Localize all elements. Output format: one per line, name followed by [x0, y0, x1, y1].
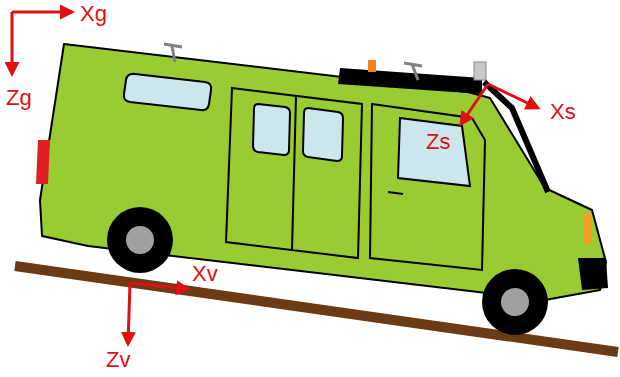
door-window: [303, 108, 343, 161]
axis-arrow: [11, 12, 14, 74]
antenna: [164, 44, 182, 62]
axis-label: Xv: [190, 262, 220, 286]
ground-slope: [15, 266, 618, 352]
roof-light: [368, 60, 376, 72]
axis-arrow: [130, 283, 188, 289]
door-handle: [388, 192, 403, 194]
axis-arrow: [461, 84, 488, 124]
windshield-strut: [484, 82, 548, 192]
bumper: [578, 258, 608, 290]
axis-arrow: [128, 283, 130, 344]
rear-wheel: [107, 207, 173, 273]
axis-arrow: [488, 84, 538, 108]
van-body: [40, 44, 606, 300]
axis-label: Zg: [4, 86, 34, 110]
front-door: [370, 104, 485, 270]
double-door: [226, 88, 362, 258]
sensor-box: [474, 62, 486, 80]
hub: [126, 226, 154, 254]
front-window: [398, 118, 470, 186]
antenna: [404, 63, 422, 80]
rear-window: [124, 74, 211, 110]
hub: [501, 288, 529, 316]
axis-label: Xg: [78, 2, 109, 26]
door-split: [292, 96, 296, 250]
door-window: [253, 104, 290, 155]
front-wheel: [482, 269, 548, 335]
roof-rack: [338, 68, 482, 94]
axis-label: Zs: [424, 130, 452, 154]
axis-label: Xs: [548, 100, 578, 124]
axis-arrow: [12, 11, 72, 14]
axis-label: Zv: [104, 348, 132, 372]
tail-light: [36, 140, 50, 184]
indicator: [584, 214, 591, 244]
